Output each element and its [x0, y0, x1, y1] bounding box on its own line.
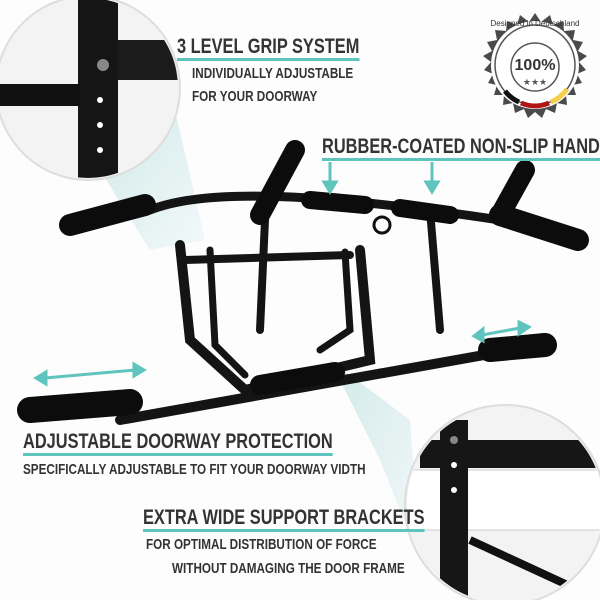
brackets-line-2: WITHOUT DAMAGING THE DOOR FRAME — [172, 560, 405, 577]
doorway-line-1: SPECIFICALLY ADJUSTABLE TO FIT YOUR DOOR… — [23, 461, 366, 478]
brackets-line-1: FOR OPTIMAL DISTRIBUTION OF FORCE — [146, 536, 377, 553]
seal-text: Designed in Deutschland — [490, 19, 580, 28]
handles-title: RUBBER-COATED NON-SLIP HANDLES — [322, 136, 600, 161]
callout-cone-brackets — [330, 360, 420, 560]
grip-line-1: INDIVIDUALLY ADJUSTABLE — [192, 65, 354, 82]
doorway-title: ADJUSTABLE DOORWAY PROTECTION — [23, 431, 333, 456]
seal-stars: ★★★ — [522, 77, 548, 87]
hook-ring — [372, 215, 392, 235]
designed-in-germany-seal: Designed in Deutschland 100% ★★★ — [475, 5, 595, 125]
detail-circle-grip — [0, 0, 181, 181]
grip-title: 3 LEVEL GRIP SYSTEM — [177, 36, 360, 61]
callout-cone-grip — [100, 110, 205, 250]
brackets-title: EXTRA WIDE SUPPORT BRACKETS — [143, 507, 425, 532]
seal-percent: 100% — [514, 57, 556, 74]
handles — [17, 140, 589, 423]
detail-circle-brackets — [404, 404, 600, 600]
grip-line-2: FOR YOUR DOORWAY — [192, 88, 318, 105]
arrows — [33, 162, 532, 387]
